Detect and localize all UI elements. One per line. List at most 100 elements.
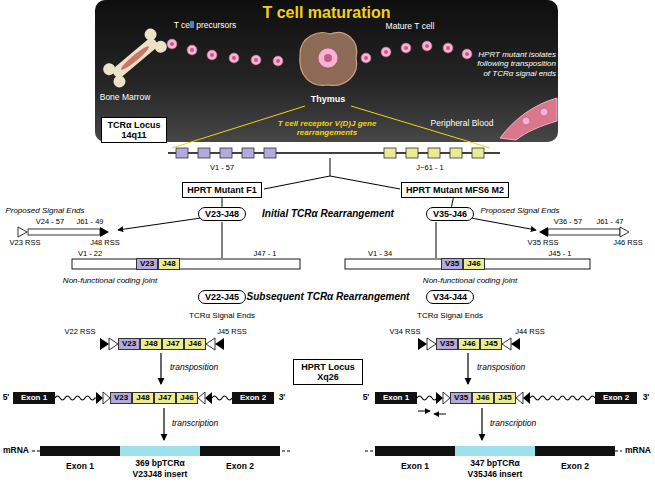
node-text: J46 (461, 339, 477, 349)
annotation-label: TCRα Signal Ends (189, 311, 255, 320)
rss-triangles-part (502, 338, 511, 350)
process-arrows-part (481, 408, 482, 440)
rss-triangles-part (206, 338, 215, 350)
mature-cells-part (401, 43, 411, 53)
tcra-locus-bar (168, 148, 500, 158)
blood-vessel-figure-part (540, 108, 548, 116)
annotation-label: J44 RSS (515, 328, 545, 337)
node-text: V23 (139, 259, 155, 269)
annotation-label: 3' (643, 393, 650, 403)
precursor-cells-part (187, 45, 197, 55)
rearrangement-box: V35-J46 (426, 207, 474, 221)
coding-joint-bars-part (72, 259, 300, 269)
annotation-label: 5' (3, 393, 10, 403)
bone-figure-part (142, 26, 159, 43)
label-box: TCRα Locus 14q11 (101, 117, 167, 144)
precursor-cells-part (210, 53, 214, 57)
node-text: J46 (179, 393, 195, 403)
bone-figure-part (101, 61, 118, 78)
annotation-label: V23 RSS (10, 239, 41, 248)
thymus-figure (300, 32, 357, 85)
rearrangement-box: V22-J45 (198, 290, 246, 304)
j-segment: J46 (176, 392, 198, 404)
annotation-label: Peripheral Blood (431, 119, 494, 129)
annotation-label: Proposed Signal Ends (5, 206, 84, 215)
mature-cells-part (425, 44, 429, 48)
coding-joint-bars-part (345, 259, 590, 269)
node-text: HPRT Mutant F1 (187, 185, 257, 195)
v-segment: V35 (436, 338, 458, 350)
thymus-figure-part (300, 32, 357, 85)
node-text: HPRT Mutant MFS6 M2 (406, 185, 504, 195)
node-text: Exon 2 (599, 393, 633, 402)
annotation-label: J45 RSS (217, 328, 247, 337)
proposed-signal-ends-right-part (539, 227, 548, 237)
annotation-label: J46 RSS (613, 239, 643, 248)
mature-cells-part (404, 46, 408, 50)
annotation-label: J~61 - 1 (416, 164, 443, 173)
precursor-cells-part (251, 55, 261, 65)
primer-arrows-part (418, 411, 430, 412)
annotation-label: 347 bpTCRα (470, 459, 520, 469)
j-segment: J45 (494, 392, 516, 404)
hprt-rss-triangles-part (205, 392, 212, 404)
tcra-locus-bar-part (472, 148, 484, 158)
tcra-locus-bar-part (384, 148, 396, 158)
coding-joint-bars-part (436, 222, 437, 258)
j-segment: J46 (184, 338, 206, 350)
proposed-signal-ends-right-part (471, 218, 536, 230)
rearrangement-box: V34-J44 (426, 290, 474, 304)
label-box: HPRT Mutant F1 (182, 182, 262, 198)
mature-cells-part (381, 47, 391, 57)
annotation-label: Exon 1 (401, 462, 429, 472)
process-arrows-part (160, 353, 161, 384)
proposed-signal-ends-left-part (118, 218, 201, 230)
annotation-label: 369 bpTCRα (135, 459, 185, 469)
tcra-locus-bar-part (406, 148, 418, 158)
annotation-label: Bone Marrow (100, 93, 151, 103)
node-text: V23 (121, 339, 137, 349)
branch-lines (264, 158, 400, 189)
rss-triangles-part (100, 338, 109, 350)
exon-box: Exon 2 (595, 392, 637, 403)
node-text: J48 (135, 393, 151, 403)
proposed-signal-ends-left-part (28, 229, 100, 235)
mature-cells-part (422, 41, 432, 51)
annotation-label: T cell precursors (174, 21, 237, 31)
annotation-label: J45 - 1 (549, 250, 572, 259)
mature-cells (361, 41, 472, 63)
hprt-locus-rows-part (417, 396, 437, 400)
node-text: V34-J44 (433, 292, 467, 302)
rss-triangles-part (418, 338, 427, 350)
annotation-label: transcription (490, 419, 536, 429)
coding-joint-bars (72, 222, 590, 269)
tcra-locus-bar-part (242, 148, 254, 158)
rss-triangles (100, 338, 520, 350)
bone-figure (101, 26, 170, 90)
mature-cells-part (364, 56, 368, 60)
annotation-label: 5' (363, 393, 370, 403)
tcra-locus-bar-part (450, 148, 462, 158)
hprt-rss-triangles-part (516, 392, 523, 404)
node-text: J46 (187, 339, 203, 349)
node-text: T cell maturation (95, 4, 558, 22)
annotation-label: V34 RSS (390, 328, 421, 337)
annotation-label: Exon 2 (561, 462, 589, 472)
v-segment: V35 (450, 392, 472, 404)
proposed-signal-ends-left-part (18, 227, 27, 237)
proposed-signal-ends-right-part (548, 229, 620, 235)
j-segment: J47 (162, 338, 184, 350)
precursor-cells-part (254, 58, 258, 62)
label-box: HPRT Locus Xq26 (293, 359, 363, 386)
node-text: V35-J46 (433, 209, 467, 219)
mrna-bars (32, 446, 622, 456)
j-segment: J46 (463, 258, 485, 270)
blood-vessel-figure (500, 98, 557, 140)
annotation-label: transposition (477, 363, 525, 373)
connector-line (222, 198, 223, 207)
blood-vessel-figure-part (522, 117, 530, 125)
v-segment: V35 (441, 258, 463, 270)
label-box: HPRT Mutant MFS6 M2 (401, 182, 509, 198)
tcra-locus-bar-part (198, 148, 210, 158)
